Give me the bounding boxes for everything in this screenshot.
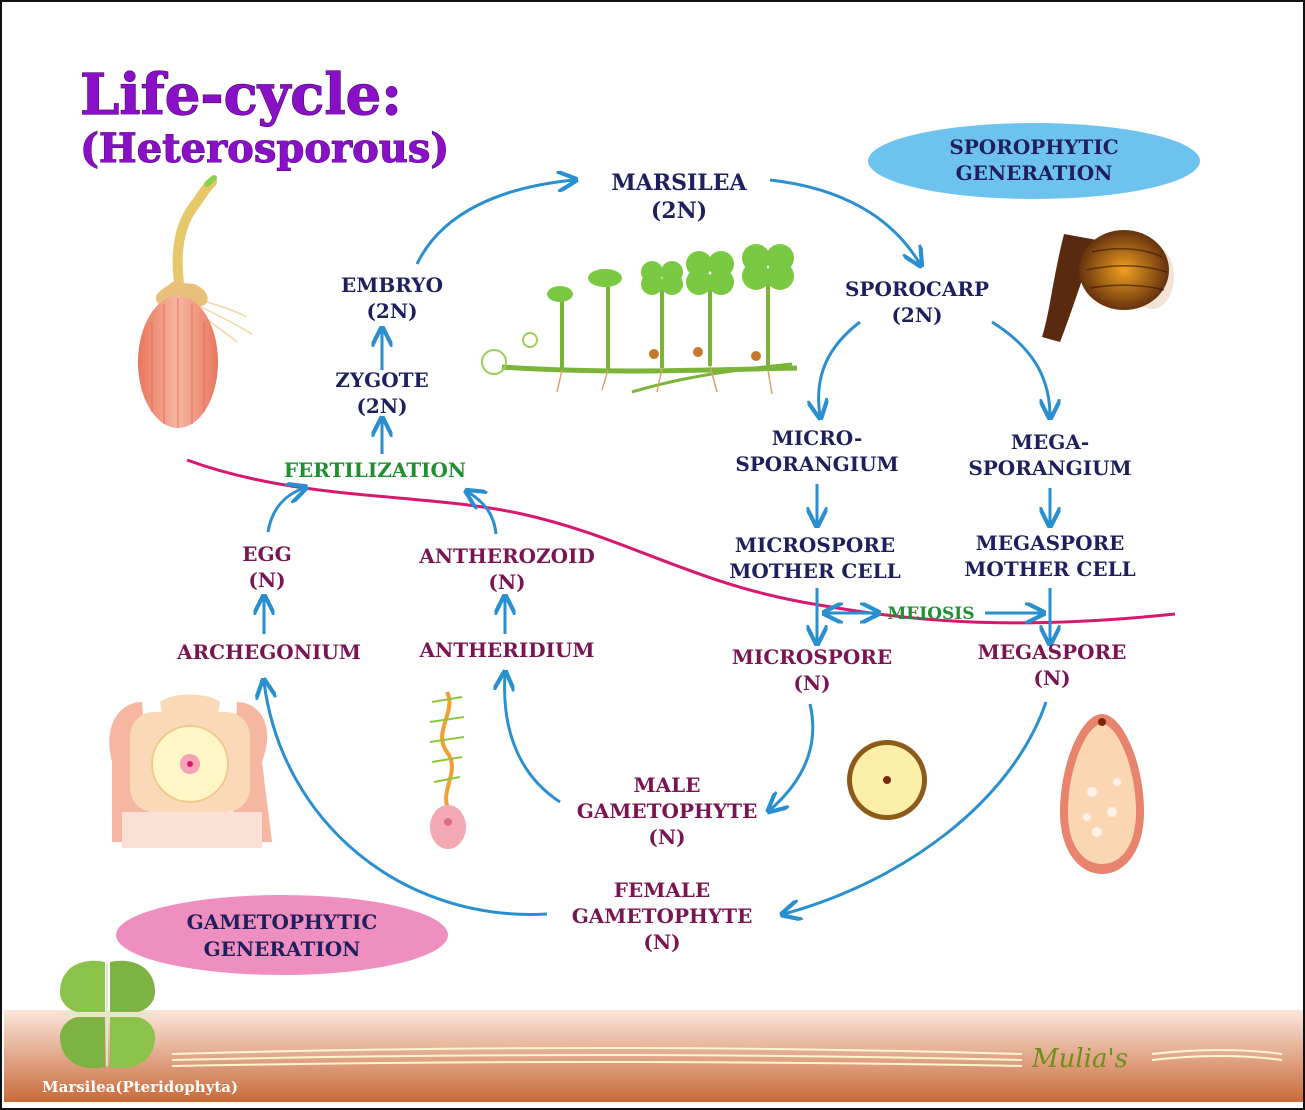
arrow-egg-fertilization xyxy=(268,488,304,532)
embryo-label-2: (2N) xyxy=(366,299,417,323)
microspore-mother-cell-label-2: MOTHER CELL xyxy=(729,559,900,583)
arrow-male-antheridium xyxy=(505,674,560,802)
megasporangium-label-2: SPORANGIUM xyxy=(968,456,1131,480)
microspore-label-2: (N) xyxy=(793,671,830,695)
zygote-label-1: ZYGOTE xyxy=(335,368,429,392)
fertilization-label: FERTILIZATION xyxy=(284,458,466,482)
gametophytic-label-1: GAMETOPHYTIC xyxy=(187,910,378,934)
microspore-label-1: MICROSPORE xyxy=(732,645,892,669)
male-gametophyte-label-2: GAMETOPHYTE xyxy=(577,799,758,823)
author-signature: Mulia's xyxy=(1031,1044,1128,1074)
marsilea-label-2: (2N) xyxy=(651,198,707,224)
zygote-label-2: (2N) xyxy=(356,394,407,418)
antheridium-label: ANTHERIDIUM xyxy=(418,638,594,662)
megaspore-label-2: (N) xyxy=(1033,666,1070,690)
arrow-sporocarp-micro xyxy=(819,322,860,416)
antherozoid-label-2: (N) xyxy=(488,570,525,594)
title-line-1: Life-cycle: xyxy=(80,62,402,128)
arrow-sporocarp-mega xyxy=(992,322,1050,416)
antherozoid-illustration xyxy=(430,692,466,849)
microspore-illustration xyxy=(847,740,927,820)
embryo-label-1: EMBRYO xyxy=(341,273,443,297)
female-gametophyte-label-3: (N) xyxy=(643,930,680,954)
footer-caption: Marsilea(Pteridophyta) xyxy=(42,1078,238,1096)
sporocarp-label-1: SPOROCARP xyxy=(845,277,989,301)
megaspore-mother-cell-label-2: MOTHER CELL xyxy=(964,557,1135,581)
antherozoid-label-1: ANTHEROZOID xyxy=(418,544,595,568)
microsporangium-label-2: SPORANGIUM xyxy=(735,452,898,476)
male-gametophyte-label-1: MALE xyxy=(634,773,701,797)
marsilea-label-1: MARSILEA xyxy=(611,170,747,196)
sporophytic-label-1: SPOROPHYTIC xyxy=(949,135,1118,159)
title-line-2: (Heterosporous) xyxy=(80,125,449,172)
female-gametophyte-label-1: FEMALE xyxy=(614,878,710,902)
megaspore-label-1: MEGASPORE xyxy=(978,640,1127,664)
egg-label-1: EGG xyxy=(242,542,291,566)
male-gametophyte-label-3: (N) xyxy=(648,825,685,849)
megasporangium-label-1: MEGA- xyxy=(1011,430,1089,454)
sporeling-illustration xyxy=(138,178,252,428)
microspore-mother-cell-label-1: MICROSPORE xyxy=(735,533,895,557)
gametophytic-label-2: GENERATION xyxy=(204,937,361,961)
archegonium-illustration xyxy=(109,695,272,849)
arrow-antherozoid-fertilization xyxy=(468,492,496,534)
marsilea-leaf-icon xyxy=(60,961,155,1069)
arrow-microspore-male xyxy=(770,704,813,810)
gametophytic-bubble xyxy=(116,895,448,975)
arrow-female-archegonium xyxy=(264,682,547,914)
sporophytic-label-2: GENERATION xyxy=(956,161,1113,185)
sporocarp-illustration xyxy=(1042,230,1174,342)
arrow-marsilea-sporocarp xyxy=(770,180,920,264)
megaspore-mother-cell-label-1: MEGASPORE xyxy=(976,531,1125,555)
marsilea-plants-illustration xyxy=(482,244,797,394)
megaspore-illustration xyxy=(1060,714,1144,874)
meiosis-label: MEIOSIS xyxy=(887,604,974,624)
archegonium-label: ARCHEGONIUM xyxy=(176,640,361,664)
female-gametophyte-label-2: GAMETOPHYTE xyxy=(572,904,753,928)
egg-label-2: (N) xyxy=(248,568,285,592)
sporocarp-label-2: (2N) xyxy=(891,303,942,327)
arrow-embryo-marsilea xyxy=(417,180,574,264)
microsporangium-label-1: MICRO- xyxy=(772,426,863,450)
